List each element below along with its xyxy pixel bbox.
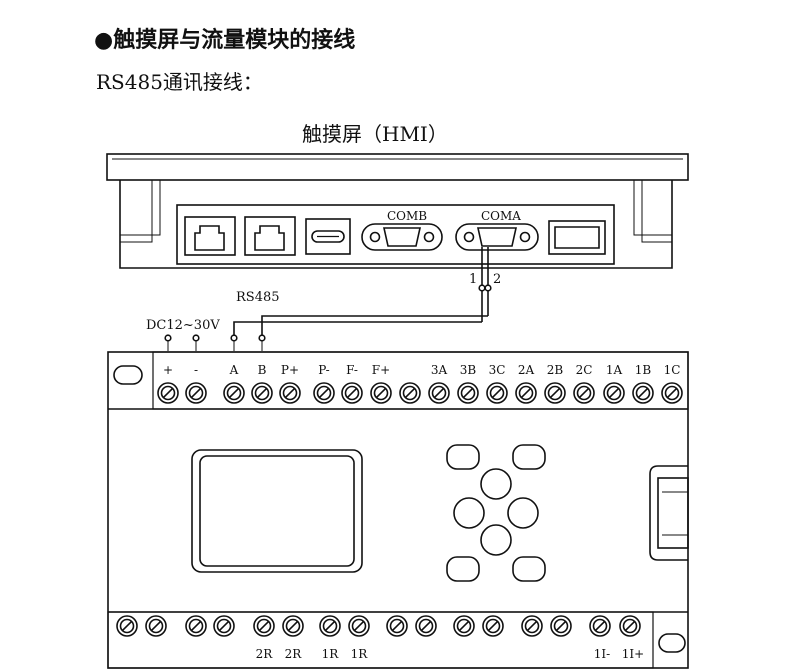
top-terminal-label: 1B xyxy=(635,363,652,377)
bottom-terminal-label: 1R xyxy=(322,647,340,661)
top-terminal-screw xyxy=(486,382,508,404)
ethernet-port-1 xyxy=(184,216,236,256)
bottom-terminal-screw xyxy=(282,615,304,637)
section-subtitle: RS485通讯接线： xyxy=(96,70,263,94)
bottom-terminal-screw xyxy=(213,615,235,637)
hmi-port-panel xyxy=(176,204,615,265)
bottom-terminal-screw xyxy=(116,615,138,637)
hmi-front-bezel xyxy=(106,153,689,181)
top-terminal-label: B xyxy=(258,363,267,377)
top-terminal-screw xyxy=(573,382,595,404)
pin-2-label: 2 xyxy=(493,272,501,287)
power-label: DC12~30V xyxy=(146,318,220,333)
terminal-b-node xyxy=(258,334,266,342)
bottom-terminal-screw xyxy=(453,615,475,637)
top-terminal-label: P- xyxy=(318,363,329,377)
wire-node xyxy=(484,284,492,292)
terminal-a-node xyxy=(230,334,238,342)
wire-node xyxy=(478,284,486,292)
top-terminal-label: + xyxy=(163,363,173,377)
bottom-terminal-label: 1R xyxy=(351,647,369,661)
bottom-terminal-label: 1I- xyxy=(594,647,610,661)
top-terminal-label: F+ xyxy=(372,363,390,377)
bottom-terminal-screw xyxy=(253,615,275,637)
top-terminal-label: 1C xyxy=(664,363,681,377)
comb-serial-port xyxy=(361,223,443,251)
top-terminal-label: - xyxy=(194,363,198,377)
top-terminal-screw xyxy=(515,382,537,404)
bottom-terminal-screw xyxy=(348,615,370,637)
module-keypad xyxy=(446,444,546,582)
top-terminal-label: 3B xyxy=(460,363,477,377)
top-terminal-screw xyxy=(223,382,245,404)
power-plus-node xyxy=(164,334,172,342)
bottom-terminal-screw xyxy=(415,615,437,637)
hmi-rear-housing xyxy=(119,180,673,269)
top-terminal-screw xyxy=(341,382,363,404)
bottom-terminal-screw xyxy=(145,615,167,637)
mounting-slot-top xyxy=(113,365,143,385)
top-terminal-screw xyxy=(544,382,566,404)
page-heading: ●触摸屏与流量模块的接线 xyxy=(94,28,356,53)
top-terminal-screw xyxy=(399,382,421,404)
top-terminal-label: 1A xyxy=(606,363,623,377)
hmi-title: 触摸屏（HMI） xyxy=(302,122,448,146)
bottom-terminal-screw xyxy=(482,615,504,637)
top-terminal-label: 2C xyxy=(576,363,593,377)
power-minus-node xyxy=(192,334,200,342)
usb-port xyxy=(305,218,351,255)
bottom-terminal-label: 2R xyxy=(285,647,303,661)
top-terminal-screw xyxy=(428,382,450,404)
top-terminal-label: 2B xyxy=(547,363,564,377)
top-terminal-screw xyxy=(251,382,273,404)
coma-label: COMA xyxy=(481,209,521,223)
bottom-terminal-screw xyxy=(619,615,641,637)
bottom-terminal-screw xyxy=(550,615,572,637)
top-terminal-screw xyxy=(313,382,335,404)
top-terminal-screw xyxy=(603,382,625,404)
bottom-terminal-label: 2R xyxy=(256,647,274,661)
top-terminal-screw xyxy=(157,382,179,404)
pin-1-label: 1 xyxy=(469,272,477,287)
top-terminal-label: A xyxy=(229,363,239,377)
top-terminal-screw xyxy=(457,382,479,404)
top-terminal-label: 2A xyxy=(518,363,535,377)
hmi-power-connector xyxy=(548,220,606,255)
top-terminal-label: F- xyxy=(346,363,358,377)
ethernet-port-2 xyxy=(244,216,296,256)
bottom-terminal-screw xyxy=(521,615,543,637)
rs485-label: RS485 xyxy=(236,290,280,305)
bottom-terminal-label: 1I+ xyxy=(622,647,644,661)
mounting-slot-bottom xyxy=(658,633,686,653)
top-terminal-label: 3C xyxy=(489,363,506,377)
coma-serial-port xyxy=(455,223,539,251)
bottom-terminal-screw xyxy=(319,615,341,637)
top-terminal-label: 3A xyxy=(431,363,448,377)
top-terminal-screw xyxy=(370,382,392,404)
side-expansion-connector xyxy=(649,465,689,561)
bottom-terminal-screw xyxy=(185,615,207,637)
top-terminal-screw xyxy=(661,382,683,404)
top-terminal-screw xyxy=(185,382,207,404)
comb-label: COMB xyxy=(387,209,427,223)
module-lcd-screen xyxy=(191,449,363,573)
rs485-wires xyxy=(233,247,489,336)
top-terminal-screw xyxy=(279,382,301,404)
top-terminal-screw xyxy=(632,382,654,404)
bottom-terminal-screw xyxy=(386,615,408,637)
top-terminal-label: P+ xyxy=(281,363,299,377)
bottom-terminal-screw xyxy=(589,615,611,637)
